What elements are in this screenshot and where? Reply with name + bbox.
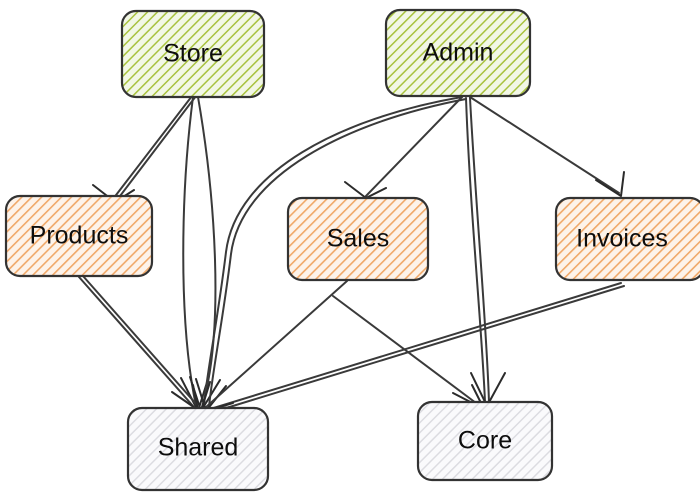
node-layer: Store Admin Products Sales Invoices Shar: [4, 8, 700, 492]
edge-sales-shared: [200, 280, 348, 412]
node-products[interactable]: Products: [4, 194, 154, 278]
node-sales-shape[interactable]: [286, 196, 430, 282]
node-core[interactable]: Core: [416, 400, 554, 482]
edge-products-shared: [78, 275, 199, 411]
node-sales[interactable]: Sales: [286, 196, 430, 282]
node-invoices-shape[interactable]: [554, 196, 700, 282]
node-invoices[interactable]: Invoices: [554, 196, 700, 282]
edge-store-products: [92, 95, 197, 203]
node-products-shape[interactable]: [4, 194, 154, 278]
node-admin[interactable]: Admin: [384, 8, 532, 98]
node-store-shape[interactable]: [120, 9, 266, 99]
node-shared[interactable]: Shared: [126, 406, 270, 492]
edge-admin-sales: [344, 96, 463, 199]
node-store[interactable]: Store: [120, 9, 266, 99]
edge-admin-core: [465, 97, 506, 407]
node-shared-shape[interactable]: [126, 406, 270, 492]
edge-layer: [78, 95, 625, 425]
edge-admin-invoices: [469, 96, 625, 197]
node-admin-shape[interactable]: [384, 8, 532, 98]
node-core-shape[interactable]: [416, 400, 554, 482]
